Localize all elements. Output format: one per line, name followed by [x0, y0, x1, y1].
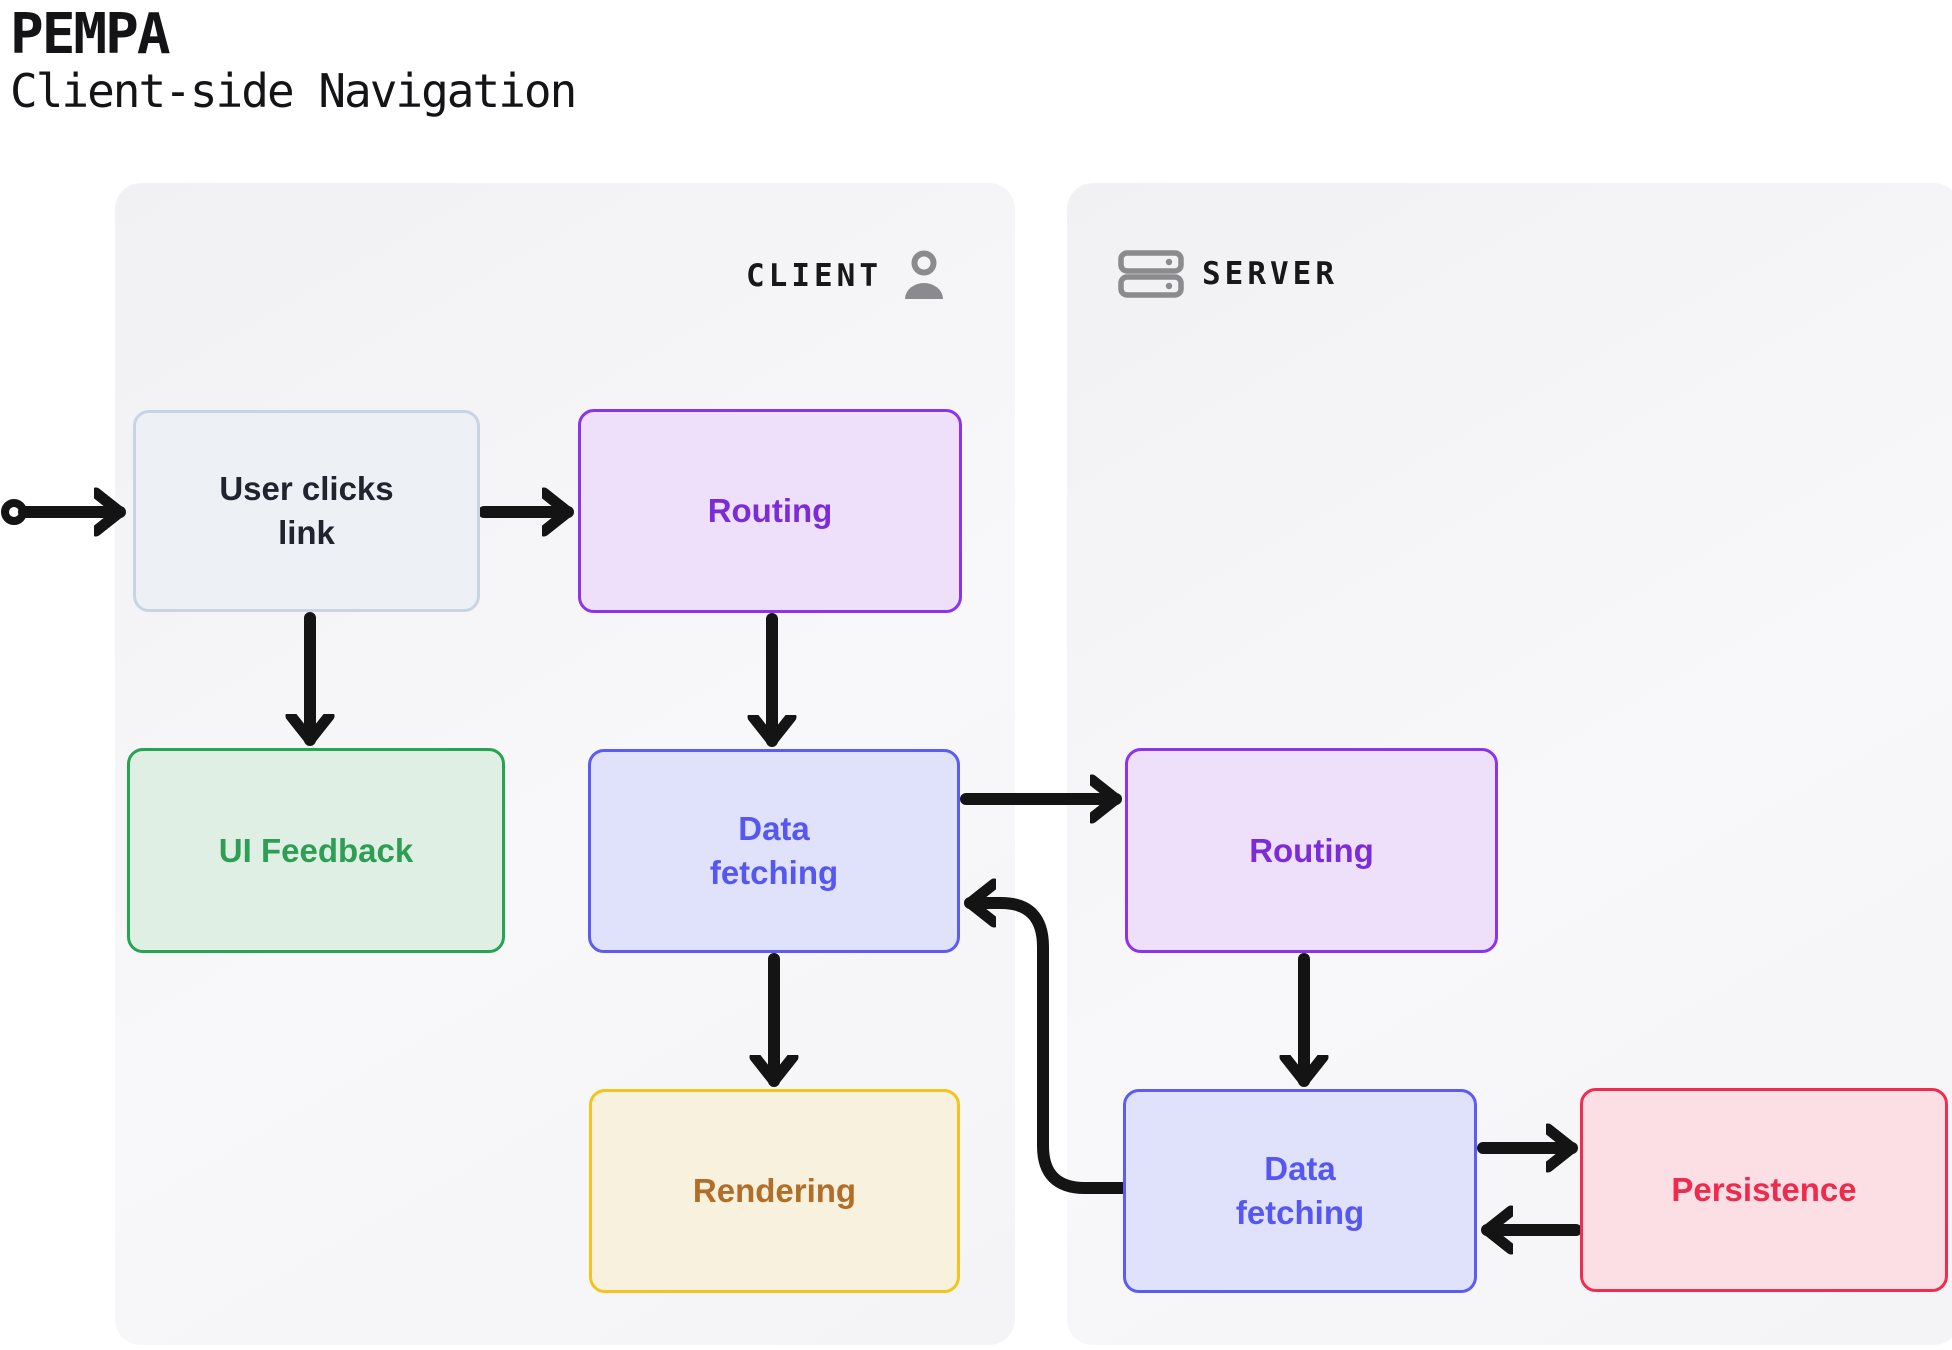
page-subtitle: Client-side Navigation	[10, 64, 577, 118]
node-routing-client[interactable]: Routing	[578, 409, 962, 613]
node-user-clicks-link[interactable]: User clicks link	[133, 410, 480, 612]
page-title: PEMPA	[10, 2, 171, 67]
node-label: Routing	[1249, 831, 1374, 869]
start-node	[1, 499, 27, 525]
user-icon	[900, 250, 948, 302]
node-label: Routing	[707, 492, 833, 530]
node-data-fetching-client[interactable]: Data fetching	[588, 749, 960, 953]
node-data-fetching-server[interactable]: Data fetching	[1123, 1089, 1477, 1293]
node-label: Data fetching	[1235, 1150, 1365, 1231]
server-panel-label-text: SERVER	[1202, 256, 1338, 292]
client-panel-label-text: CLIENT	[746, 258, 882, 294]
node-rendering[interactable]: Rendering	[589, 1089, 960, 1293]
server-icon	[1118, 250, 1184, 298]
node-ui-feedback[interactable]: UI Feedback	[127, 748, 505, 953]
node-label: Data fetching	[709, 810, 839, 891]
client-panel-label: CLIENT	[746, 250, 948, 302]
node-label: Rendering	[692, 1172, 857, 1210]
node-label: UI Feedback	[218, 831, 414, 869]
node-label: Persistence	[1671, 1171, 1857, 1209]
node-label: User clicks link	[219, 470, 394, 551]
node-routing-server[interactable]: Routing	[1125, 748, 1498, 953]
node-persistence[interactable]: Persistence	[1580, 1088, 1948, 1292]
server-panel-label: SERVER	[1118, 250, 1338, 298]
